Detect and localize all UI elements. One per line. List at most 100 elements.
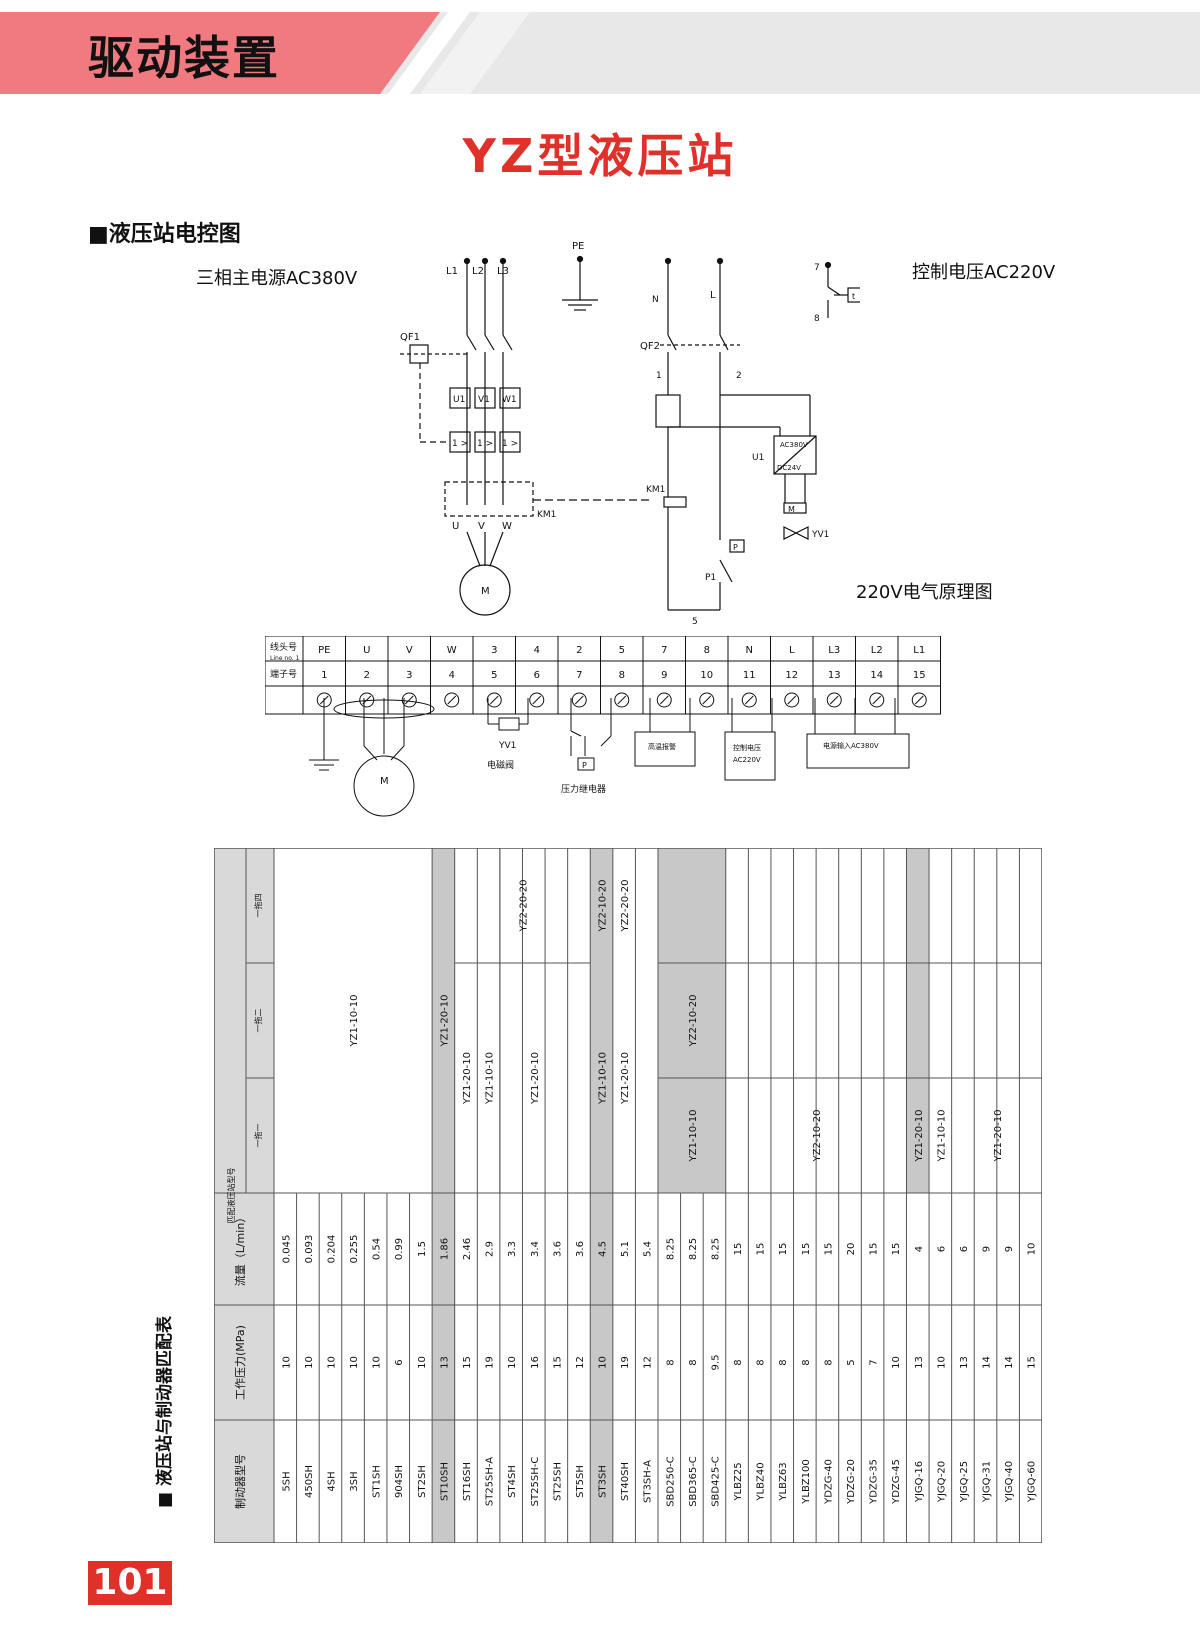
label-L2: L2 <box>472 266 484 277</box>
station-model: YZ2-10-20 <box>688 995 699 1048</box>
terminal-no: 1 <box>321 670 327 681</box>
brake-model: YLBZ63 <box>778 1462 789 1501</box>
page-number: 101 <box>88 1561 172 1605</box>
label-V1: V1 <box>478 395 490 405</box>
header-title: 驱动装置 <box>88 31 280 85</box>
label-node-2: 2 <box>736 371 742 381</box>
terminal-no: 9 <box>661 670 667 681</box>
station-model: YZ2-10-20 <box>598 880 609 933</box>
flow-value: 9 <box>1004 1246 1015 1252</box>
terminal-header-no: 端子号 <box>270 668 297 680</box>
station-model: YZ2-20-20 <box>620 880 631 933</box>
brake-model: YDZG-40 <box>823 1459 834 1505</box>
flow-value: 15 <box>823 1243 834 1256</box>
pressure-value: 14 <box>1004 1356 1015 1369</box>
pressure-value: 10 <box>507 1356 518 1369</box>
pressure-value: 10 <box>349 1356 360 1369</box>
label-QF1: QF1 <box>400 332 420 343</box>
terminal-no: 8 <box>619 670 625 681</box>
shaded-block <box>906 848 930 1193</box>
flow-value: 1.5 <box>417 1241 428 1257</box>
terminal-screw-icon <box>571 692 587 708</box>
terminal-line-no: L1 <box>913 645 925 656</box>
pressure-value: 15 <box>1027 1356 1038 1369</box>
shaded-column <box>432 848 455 1543</box>
header-one-drag-two: 一拖二 <box>253 1009 263 1033</box>
terminal-line-no: U <box>363 645 370 656</box>
flow-value: 1.86 <box>439 1238 450 1260</box>
flow-value: 20 <box>846 1243 857 1256</box>
label-node-7: 7 <box>814 263 820 273</box>
page-title: YZ型液压站 <box>462 129 738 183</box>
station-model: YZ1-20-10 <box>462 1052 473 1105</box>
flow-value: 3.3 <box>507 1241 518 1257</box>
flow-value: 6 <box>959 1246 970 1252</box>
brake-model: 3SH <box>349 1471 360 1491</box>
label-t: t <box>852 292 855 301</box>
terminal-line-no: 8 <box>704 645 710 656</box>
terminal-line-no: W <box>447 645 457 656</box>
pressure-value: 13 <box>914 1356 925 1369</box>
pressure-value: 10 <box>304 1356 315 1369</box>
terminal-screw-slot <box>659 695 669 705</box>
label-yv1-name: 电磁阀 <box>487 759 514 771</box>
pressure-value: 13 <box>439 1356 450 1369</box>
flow-value: 0.204 <box>326 1235 337 1264</box>
label-PE: PE <box>572 241 584 252</box>
motor-symbol <box>459 564 511 616</box>
terminal-no: 13 <box>828 670 841 681</box>
brake-model: ST2SH <box>417 1465 428 1498</box>
shaded-block <box>658 848 726 1193</box>
terminal-header-line: 线头号 <box>270 641 297 653</box>
section-title-matching: ■ 液压站与制动器匹配表 <box>155 1316 175 1508</box>
brake-model: ST3SH <box>598 1465 609 1498</box>
brake-model: YDZG-45 <box>891 1459 902 1505</box>
pressure-value: 8 <box>688 1359 699 1365</box>
header-column <box>214 848 274 1543</box>
terminal-line-no: L2 <box>871 645 883 656</box>
terminal-no: 7 <box>576 670 582 681</box>
terminal-screw-icon <box>444 692 460 708</box>
brake-model: 4SH <box>326 1471 337 1491</box>
terminal-screw-slot <box>702 695 712 705</box>
terminal-screw-icon <box>741 692 757 708</box>
pressure-value: 12 <box>643 1356 654 1369</box>
pressure-value: 10 <box>598 1356 609 1369</box>
flow-value: 0.093 <box>304 1235 315 1264</box>
label-ctrl-sub: AC220V <box>733 756 761 764</box>
pressure-value: 19 <box>485 1356 496 1369</box>
flow-value: 0.54 <box>372 1238 383 1260</box>
terminal-screw-icon <box>486 692 502 708</box>
pressure-value: 6 <box>394 1359 405 1365</box>
caption-main-power: 三相主电源AC380V <box>196 268 358 289</box>
brake-model: ST4SH <box>507 1465 518 1498</box>
flow-value: 8.25 <box>710 1238 721 1260</box>
pressure-value: 8 <box>665 1359 676 1365</box>
brake-model: YLBZ40 <box>756 1462 767 1501</box>
station-model: YZ1-10-10 <box>349 995 360 1048</box>
terminal-screw-slot <box>787 695 797 705</box>
pressure-value: 7 <box>869 1359 880 1365</box>
label-alarm: 高温报警 <box>648 742 676 751</box>
flow-value: 3.4 <box>530 1241 541 1257</box>
label-power: 电源输入AC380V <box>823 741 879 750</box>
header-flow: 流量（L/min） <box>233 1212 247 1287</box>
pressure-value: 8 <box>733 1359 744 1365</box>
label-U1: U1 <box>453 395 465 405</box>
terminal-screw-icon <box>614 692 630 708</box>
label-N: N <box>652 295 659 305</box>
flow-value: 15 <box>733 1243 744 1256</box>
station-model: YZ1-10-10 <box>936 1110 947 1163</box>
pressure-value: 19 <box>620 1356 631 1369</box>
flow-value: 9 <box>982 1246 993 1252</box>
terminal-line-no: 7 <box>661 645 667 656</box>
terminal-line-no: 2 <box>576 645 582 656</box>
pressure-value: 10 <box>281 1356 292 1369</box>
station-model: YZ1-10-10 <box>688 1110 699 1163</box>
flow-value: 5.4 <box>643 1241 654 1257</box>
label-L3: L3 <box>497 266 509 277</box>
terminal-line-no: N <box>746 645 753 656</box>
terminal-line-no: L3 <box>828 645 840 656</box>
label-motor: M <box>481 586 490 597</box>
